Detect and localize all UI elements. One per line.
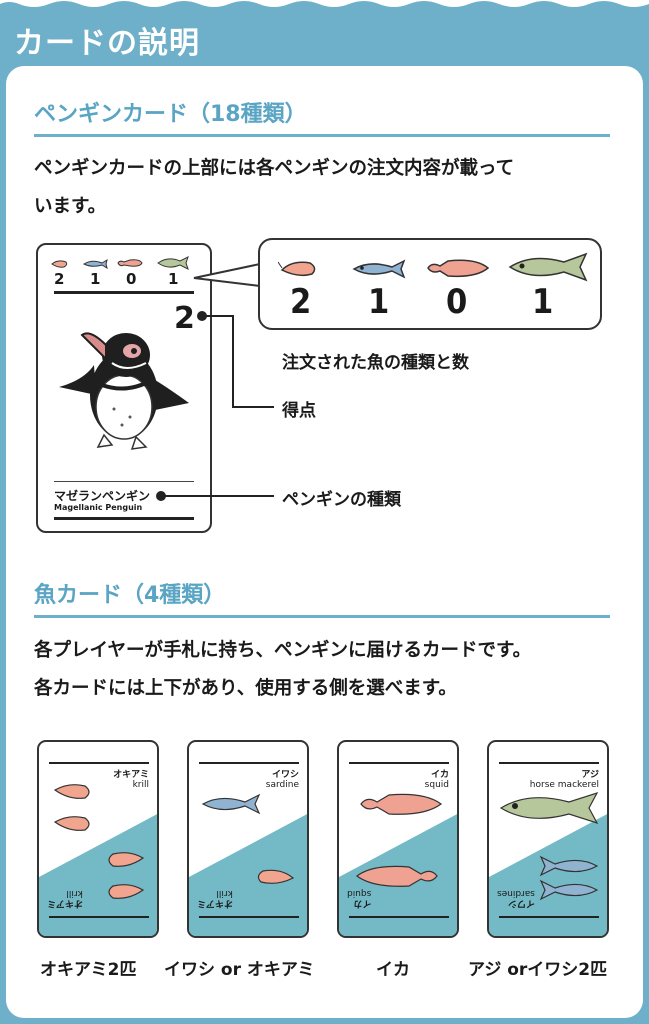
header-wave-edge <box>0 0 649 7</box>
fish-card-caption-krill: オキアミ2匹 <box>40 960 137 980</box>
card-top-label-ja: イワシ <box>271 770 299 780</box>
bubble-count-horse-mackerel: 1 <box>532 282 554 322</box>
penguin-section-rule <box>34 134 610 137</box>
bubble-count-krill: 2 <box>290 282 312 322</box>
fish-description-line2: 各カードには上下があり、使用する側を選べます。 <box>34 678 457 699</box>
card-bottom-label: イカ squid <box>347 888 371 908</box>
card-top-label: オキアミ krill <box>113 770 149 790</box>
bubble-count-sardine: 1 <box>368 282 390 322</box>
card-top-line <box>49 762 149 764</box>
header-band: カードの説明 <box>0 0 649 70</box>
score-callout-line-v <box>232 315 234 407</box>
card-top-label-en: squid <box>424 780 449 790</box>
card-top-label: イカ squid <box>425 770 449 790</box>
bubble-squid-icon <box>427 259 490 278</box>
card-bottom-line <box>349 916 449 918</box>
card-bottom-label-en: krill <box>66 888 83 898</box>
card-top-line <box>199 762 299 764</box>
card-bottom-label-ja: イワシ <box>507 898 535 908</box>
bubble-pointer <box>193 263 261 287</box>
card-top-label-en: krill <box>132 780 149 790</box>
fish-section-rule <box>34 615 610 618</box>
card-top-divider <box>54 291 194 294</box>
card-bottom-label: オキアミ krill <box>47 888 83 908</box>
fish-section-title: 魚カード（4種類） <box>34 583 226 608</box>
penguin-section-title: ペンギンカード（18種類） <box>34 102 307 127</box>
card-top-label-ja: アジ <box>581 770 599 780</box>
card-top-label: イワシ sardine <box>266 770 299 790</box>
squid-icon <box>355 865 438 887</box>
order-count-horse-mackerel: 1 <box>168 270 179 288</box>
penguin-name-ja: マゼランペンギン <box>54 489 151 503</box>
fish-card-caption-sardine: イワシ or オキアミ <box>164 960 315 980</box>
order-bubble: 2 1 0 1 <box>258 238 602 330</box>
squid-icon <box>117 259 143 267</box>
card-bottom-line <box>499 916 599 918</box>
sardine-icon <box>82 258 108 269</box>
fish-card-caption-squid: イカ <box>376 960 410 980</box>
fish-card-caption-horse-mackerel: アジ orイワシ2匹 <box>468 960 608 980</box>
krill-icon <box>108 852 145 899</box>
penguin-card: 2 1 0 1 2 マゼランペンギン Magellanic Penguin <box>36 243 212 533</box>
callout-order-label: 注文された魚の種類と数 <box>282 353 469 373</box>
penguin-score: 2 <box>174 301 195 336</box>
bubble-krill-icon <box>278 261 316 277</box>
penguin-name-en: Magellanic Penguin <box>54 503 143 512</box>
order-count-squid: 0 <box>126 270 137 288</box>
card-top-label: アジ horse mackerel <box>530 770 599 790</box>
card-bottom-label-en: squid <box>347 888 372 898</box>
bubble-count-squid: 0 <box>446 282 468 322</box>
card-bottom-label-ja: オキアミ <box>47 898 83 908</box>
card-top-label-en: sardine <box>265 780 299 790</box>
card-bottom-divider <box>54 517 194 520</box>
card-bottom-label-ja: オキアミ <box>197 898 233 908</box>
sardine-icon <box>201 793 261 815</box>
card-bottom-line <box>199 916 299 918</box>
fish-description-line1: 各プレイヤーが手札に持ち、ペンギンに届けるカードです。 <box>34 640 532 661</box>
card-bottom-label: オキアミ krill <box>197 888 233 908</box>
penguin-illustration <box>59 332 189 450</box>
krill-icon <box>51 260 68 268</box>
bubble-horse-mackerel-icon <box>508 252 588 282</box>
horse-mackerel-icon <box>499 791 599 825</box>
card-teal-background <box>489 814 607 936</box>
card-top-label-ja: イカ <box>430 770 449 780</box>
fish-card-krill: オキアミ krill オキアミ krill <box>37 740 159 938</box>
order-count-krill: 2 <box>54 270 65 288</box>
card-bottom-line <box>49 916 149 918</box>
penguin-description: ペンギンカードの上部には各ペンギンの注文内容が載って います。 <box>34 150 624 226</box>
card-bottom-label-en: krill <box>216 888 233 898</box>
card-teal-background <box>189 814 307 936</box>
krill-icon <box>53 784 90 831</box>
callout-score-label: 得点 <box>282 401 316 421</box>
squid-icon <box>360 793 443 815</box>
card-bottom-label: イワシ sardines <box>497 888 535 908</box>
score-callout-line-h1 <box>202 315 234 317</box>
card-bottom-label-ja: イカ <box>353 898 372 908</box>
card-top-label-ja: オキアミ <box>113 770 149 780</box>
score-callout-line-h2 <box>232 406 274 408</box>
sardine-icon <box>539 855 599 901</box>
card-top-label-en: horse mackerel <box>529 780 599 790</box>
card-bottom-label-en: sardines <box>497 888 535 898</box>
krill-icon <box>257 869 295 884</box>
bubble-sardine-icon <box>352 259 406 279</box>
card-top-line <box>499 762 599 764</box>
penguin-description-line2: います。 <box>34 196 107 217</box>
name-divider <box>54 481 194 482</box>
fish-card-horse-mackerel: アジ horse mackerel イワシ sardines <box>487 740 609 938</box>
fish-card-sardine: イワシ sardine オキアミ krill <box>187 740 309 938</box>
order-count-sardine: 1 <box>90 270 101 288</box>
species-callout-dot <box>156 491 166 501</box>
page-title: カードの説明 <box>14 26 200 61</box>
species-callout-line <box>162 495 274 497</box>
penguin-description-line1: ペンギンカードの上部には各ペンギンの注文内容が載って <box>34 158 515 179</box>
card-top-line <box>349 762 449 764</box>
horse-mackerel-icon <box>157 256 189 270</box>
fish-description: 各プレイヤーが手札に持ち、ペンギンに届けるカードです。 各カードには上下があり、… <box>34 632 624 708</box>
card-teal-background <box>39 814 157 936</box>
fish-card-squid: イカ squid イカ squid <box>337 740 459 938</box>
callout-species-label: ペンギンの種類 <box>282 490 401 510</box>
